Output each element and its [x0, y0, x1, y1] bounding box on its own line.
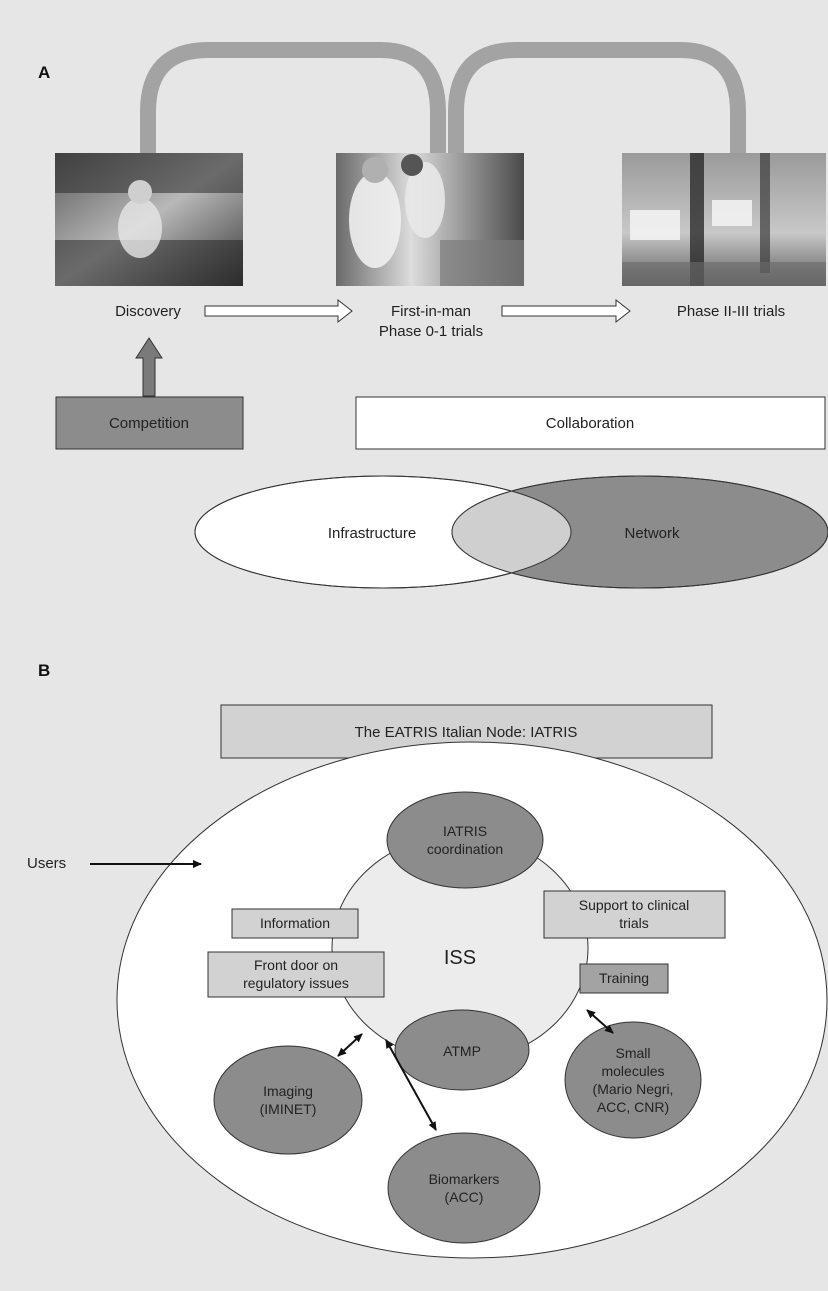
small-molecules-label-2: molecules	[601, 1063, 664, 1079]
atmp-label: ATMP	[443, 1043, 481, 1059]
network-label: Network	[624, 525, 680, 542]
stage-phase2-label: Phase II-III trials	[677, 303, 785, 320]
front-door-label-1: Front door on	[254, 957, 338, 973]
arrow-competition-up	[135, 337, 163, 397]
stage-first-in-man-sublabel: Phase 0-1 trials	[379, 323, 483, 340]
iss-label: ISS	[444, 947, 476, 969]
arrow-first-to-phase2	[501, 298, 631, 324]
arc-first-to-phase2	[448, 42, 746, 153]
small-molecules-node	[564, 1021, 702, 1139]
training-box	[579, 963, 669, 994]
information-label: Information	[260, 915, 330, 931]
competition-box	[55, 396, 244, 450]
collaboration-label: Collaboration	[546, 415, 634, 432]
arrow-imaging-iss	[337, 1033, 363, 1057]
collaboration-box	[355, 396, 826, 450]
training-label: Training	[599, 970, 649, 986]
information-box	[231, 908, 359, 939]
small-molecules-label-3: (Mario Negri,	[593, 1081, 674, 1097]
first-in-man-photo	[336, 153, 524, 286]
small-molecules-label-1: Small	[615, 1045, 650, 1061]
small-molecules-label-4: ACC, CNR)	[597, 1099, 669, 1115]
arc-discovery-to-first	[140, 42, 446, 153]
biomarkers-label-2: (ACC)	[445, 1189, 484, 1205]
stage-discovery-label: Discovery	[115, 303, 181, 320]
discovery-photo	[55, 153, 243, 286]
panel-b-label: B	[38, 661, 50, 680]
support-box	[543, 890, 726, 939]
stage-first-in-man-label: First-in-man	[391, 303, 471, 320]
support-label-2: trials	[619, 915, 649, 931]
phase2-photo	[622, 153, 826, 286]
coordination-label-2: coordination	[427, 841, 503, 857]
front-door-box	[207, 951, 385, 998]
infrastructure-label: Infrastructure	[328, 525, 416, 542]
front-door-label-2: regulatory issues	[243, 975, 349, 991]
users-label: Users	[27, 855, 66, 872]
arrow-biomarkers-iss	[385, 1039, 437, 1131]
panel-a-label: A	[38, 63, 50, 82]
competition-label: Competition	[109, 415, 189, 432]
imaging-label-1: Imaging	[263, 1083, 313, 1099]
biomarkers-label-1: Biomarkers	[429, 1171, 500, 1187]
imaging-node	[213, 1045, 363, 1155]
biomarkers-node	[387, 1132, 541, 1244]
iatris-title: The EATRIS Italian Node: IATRIS	[355, 724, 578, 741]
arrow-discovery-to-first	[204, 298, 353, 324]
support-label-1: Support to clinical	[579, 897, 690, 913]
arrow-small-molecules-iss	[586, 1009, 614, 1034]
imaging-label-2: (IMINET)	[260, 1101, 317, 1117]
coordination-label-1: IATRIS	[443, 823, 487, 839]
coordination-node	[386, 791, 544, 889]
